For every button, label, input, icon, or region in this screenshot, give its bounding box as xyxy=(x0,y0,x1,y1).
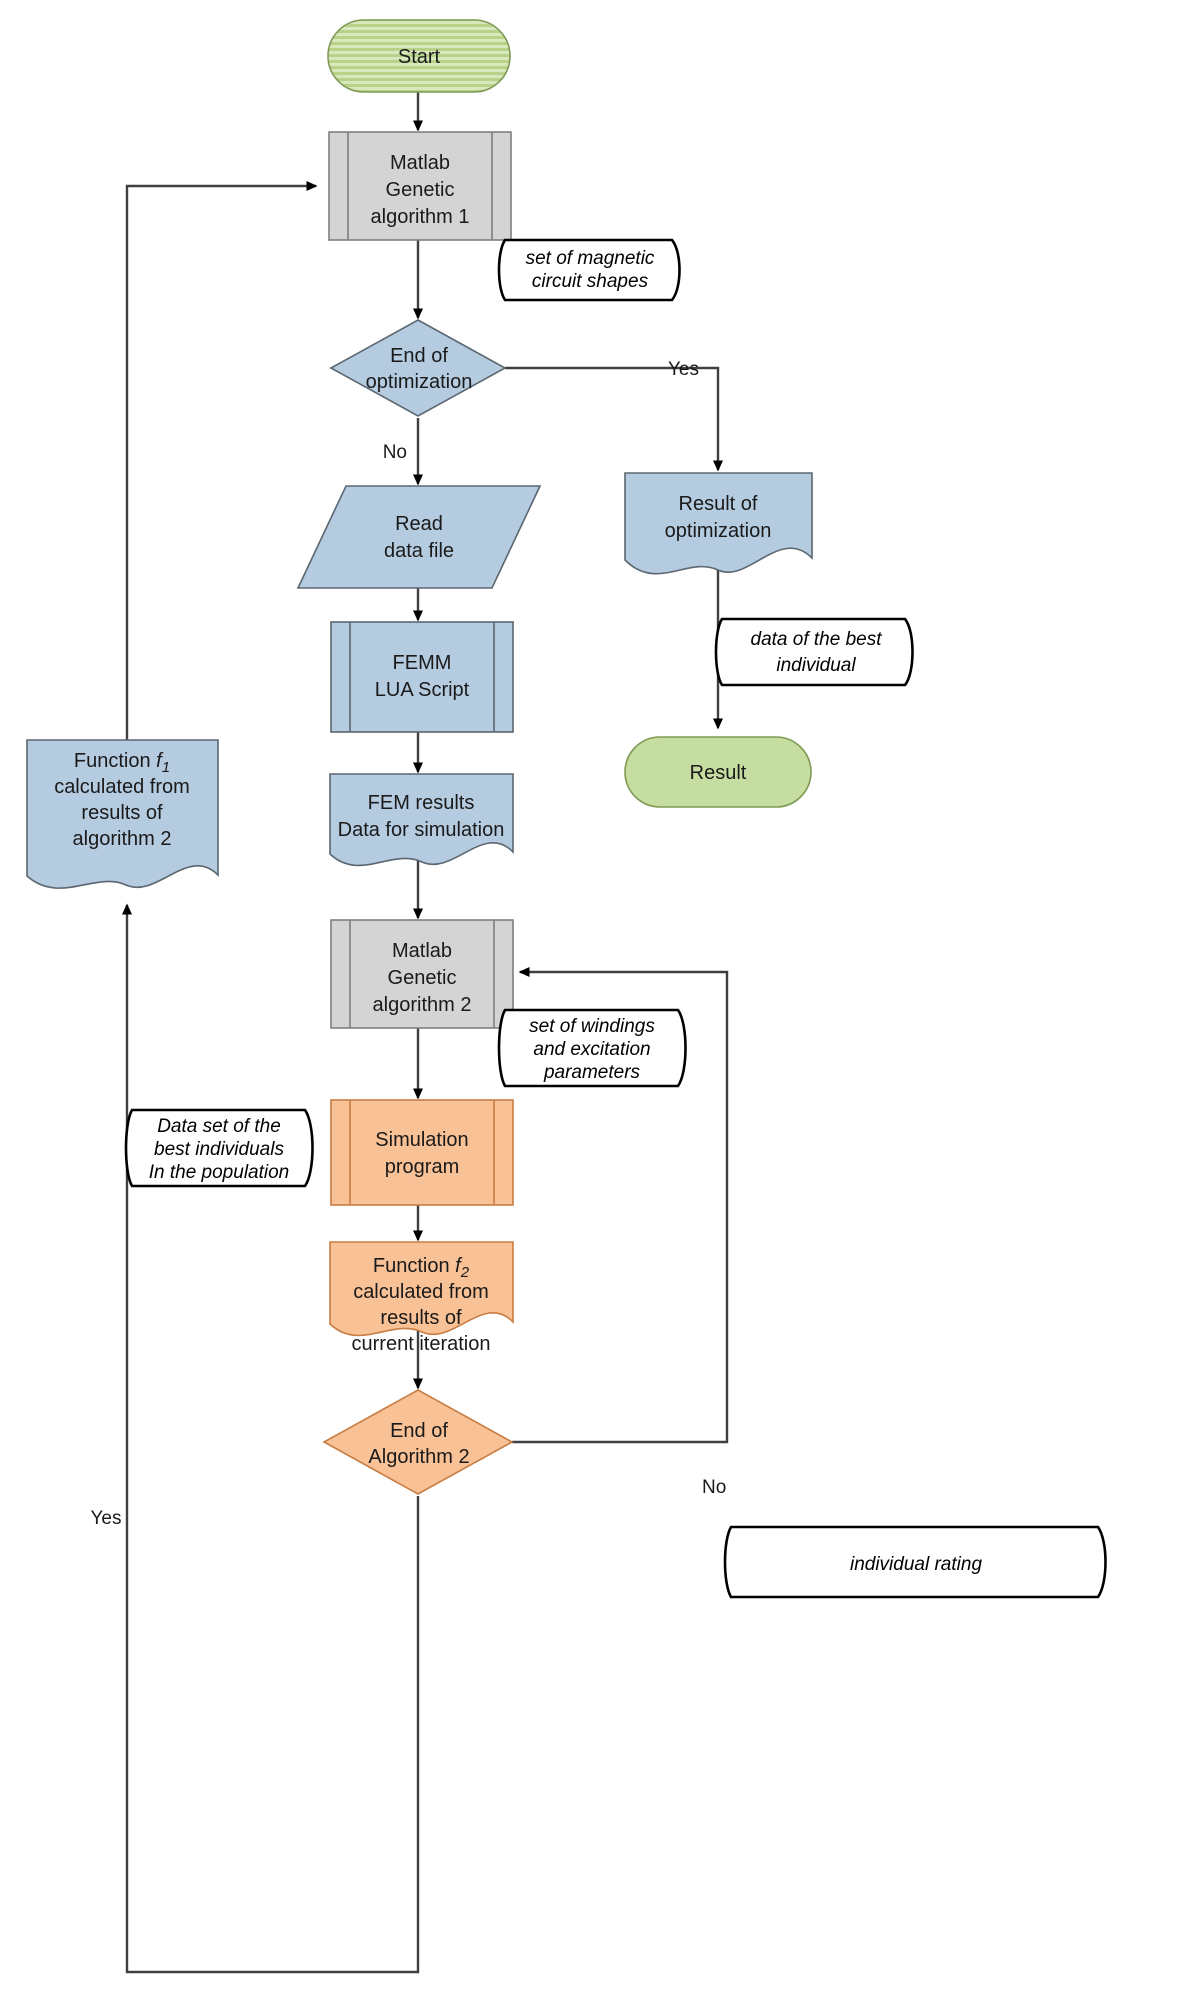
magnetic-shapes-line1: set of magnetic xyxy=(526,248,655,269)
f2-shape xyxy=(329,1241,514,1337)
edge-endopt-yes xyxy=(505,366,723,472)
endalg2-label-line2: Algorithm 2 xyxy=(368,1446,469,1468)
f1-label-line4: algorithm 2 xyxy=(73,828,172,850)
node-result-of-optimization[interactable]: Result of optimization xyxy=(624,472,813,575)
individual-rating-tape xyxy=(723,1525,1107,1599)
f1-label-line2: calculated from xyxy=(54,776,190,798)
f1-shape xyxy=(26,739,219,889)
ga2-shape xyxy=(330,919,514,1029)
ga1-label-line2: Genetic xyxy=(386,179,455,201)
node-end-of-algorithm-2[interactable]: End of Algorithm 2 xyxy=(322,1389,514,1495)
data-set-best-tape xyxy=(124,1108,314,1188)
ga1-label-line3: algorithm 1 xyxy=(371,206,470,228)
node-end-of-optimization[interactable]: End of optimization xyxy=(329,319,507,417)
individual-rating-line1: individual rating xyxy=(850,1554,982,1575)
node-result[interactable]: Result xyxy=(624,736,812,808)
windings-line3: parameters xyxy=(543,1062,641,1083)
edge-label-yes-bottom: Yes xyxy=(91,1508,122,1529)
f2-label-line4: current iteration xyxy=(352,1333,491,1355)
endopt-shape xyxy=(329,319,507,417)
windings-line1: set of windings xyxy=(529,1016,655,1037)
edge-f1-to-ga1 xyxy=(125,181,318,740)
edge-endalg2-no-loop xyxy=(512,967,729,1444)
endopt-label-line2: optimization xyxy=(366,371,473,393)
start-label: Start xyxy=(398,46,441,68)
f2-label-line2: calculated from xyxy=(353,1281,489,1303)
resultopt-label-line1: Result of xyxy=(679,493,758,515)
magnetic-shapes-tape xyxy=(497,238,681,302)
annotation-best-individual: data of the best individual xyxy=(714,617,914,687)
data-set-best-line3: In the population xyxy=(149,1162,290,1183)
data-set-best-line2: best individuals xyxy=(154,1139,284,1160)
data-set-best-line1: Data set of the xyxy=(157,1116,281,1137)
readdata-label-line2: data file xyxy=(384,540,454,562)
result-shape xyxy=(624,736,812,808)
edge-label-no-bottom: No xyxy=(702,1477,726,1498)
windings-tape xyxy=(497,1008,687,1088)
f1-label-line3: results of xyxy=(81,802,163,824)
windings-line2: and excitation xyxy=(533,1039,650,1060)
endalg2-label-line1: End of xyxy=(390,1420,448,1442)
ga2-label-line3: algorithm 2 xyxy=(373,994,472,1016)
endalg2-shape xyxy=(322,1389,514,1495)
f1-label-line1: Function f1 xyxy=(74,750,170,776)
node-read-data-file[interactable]: Read data file xyxy=(296,485,542,589)
node-function-f1[interactable]: Function f1 calculated from results of a… xyxy=(26,739,219,889)
femresults-label-line1: FEM results xyxy=(368,792,475,814)
femm-shape xyxy=(330,621,514,733)
sim-label-line1: Simulation xyxy=(375,1129,468,1151)
resultopt-label-line2: optimization xyxy=(665,520,772,542)
node-femm-lua-script[interactable]: FEMM LUA Script xyxy=(330,621,514,733)
best-individual-line1: data of the best xyxy=(751,629,883,650)
endopt-label-line1: End of xyxy=(390,345,448,367)
ga2-label-line2: Genetic xyxy=(388,967,457,989)
annotation-magnetic-circuit-shapes: set of magnetic circuit shapes xyxy=(497,238,681,302)
femm-label-line2: LUA Script xyxy=(375,679,470,701)
node-matlab-genetic-algorithm-1[interactable]: Matlab Genetic algorithm 1 xyxy=(328,131,512,241)
magnetic-shapes-line2: circuit shapes xyxy=(532,271,649,292)
femm-label-line1: FEMM xyxy=(393,652,452,674)
readdata-label-line1: Read xyxy=(395,513,443,535)
start-shape xyxy=(327,19,511,93)
node-start[interactable]: Start xyxy=(327,19,511,93)
edge-label-yes-top: Yes xyxy=(668,359,699,380)
edge-label-no-top: No xyxy=(383,442,407,463)
ga1-label-line1: Matlab xyxy=(390,152,450,174)
result-label: Result xyxy=(690,762,747,784)
edge-endalg2-yes-loop xyxy=(122,903,420,1974)
annotation-windings-excitation: set of windings and excitation parameter… xyxy=(497,1008,687,1088)
f2-label-line1: Function f2 xyxy=(373,1255,470,1281)
femresults-label-line2: Data for simulation xyxy=(338,819,505,841)
ga1-shape xyxy=(328,131,512,241)
annotation-individual-rating: individual rating xyxy=(723,1525,1107,1599)
femresults-shape xyxy=(329,773,514,867)
node-function-f2[interactable]: Function f2 calculated from results of c… xyxy=(329,1241,514,1355)
sim-shape xyxy=(330,1099,514,1206)
f2-label-line3: results of xyxy=(380,1307,462,1329)
best-individual-line2: individual xyxy=(776,655,856,676)
sim-label-line2: program xyxy=(385,1156,459,1178)
annotation-data-set-best-individuals: Data set of the best individuals In the … xyxy=(124,1108,314,1188)
resultopt-shape xyxy=(624,472,813,575)
readdata-shape xyxy=(296,485,542,589)
node-fem-results[interactable]: FEM results Data for simulation xyxy=(329,773,514,867)
node-simulation-program[interactable]: Simulation program xyxy=(330,1099,514,1206)
best-individual-tape xyxy=(714,617,914,687)
node-matlab-genetic-algorithm-2[interactable]: Matlab Genetic algorithm 2 xyxy=(330,919,514,1029)
ga2-label-line1: Matlab xyxy=(392,940,452,962)
